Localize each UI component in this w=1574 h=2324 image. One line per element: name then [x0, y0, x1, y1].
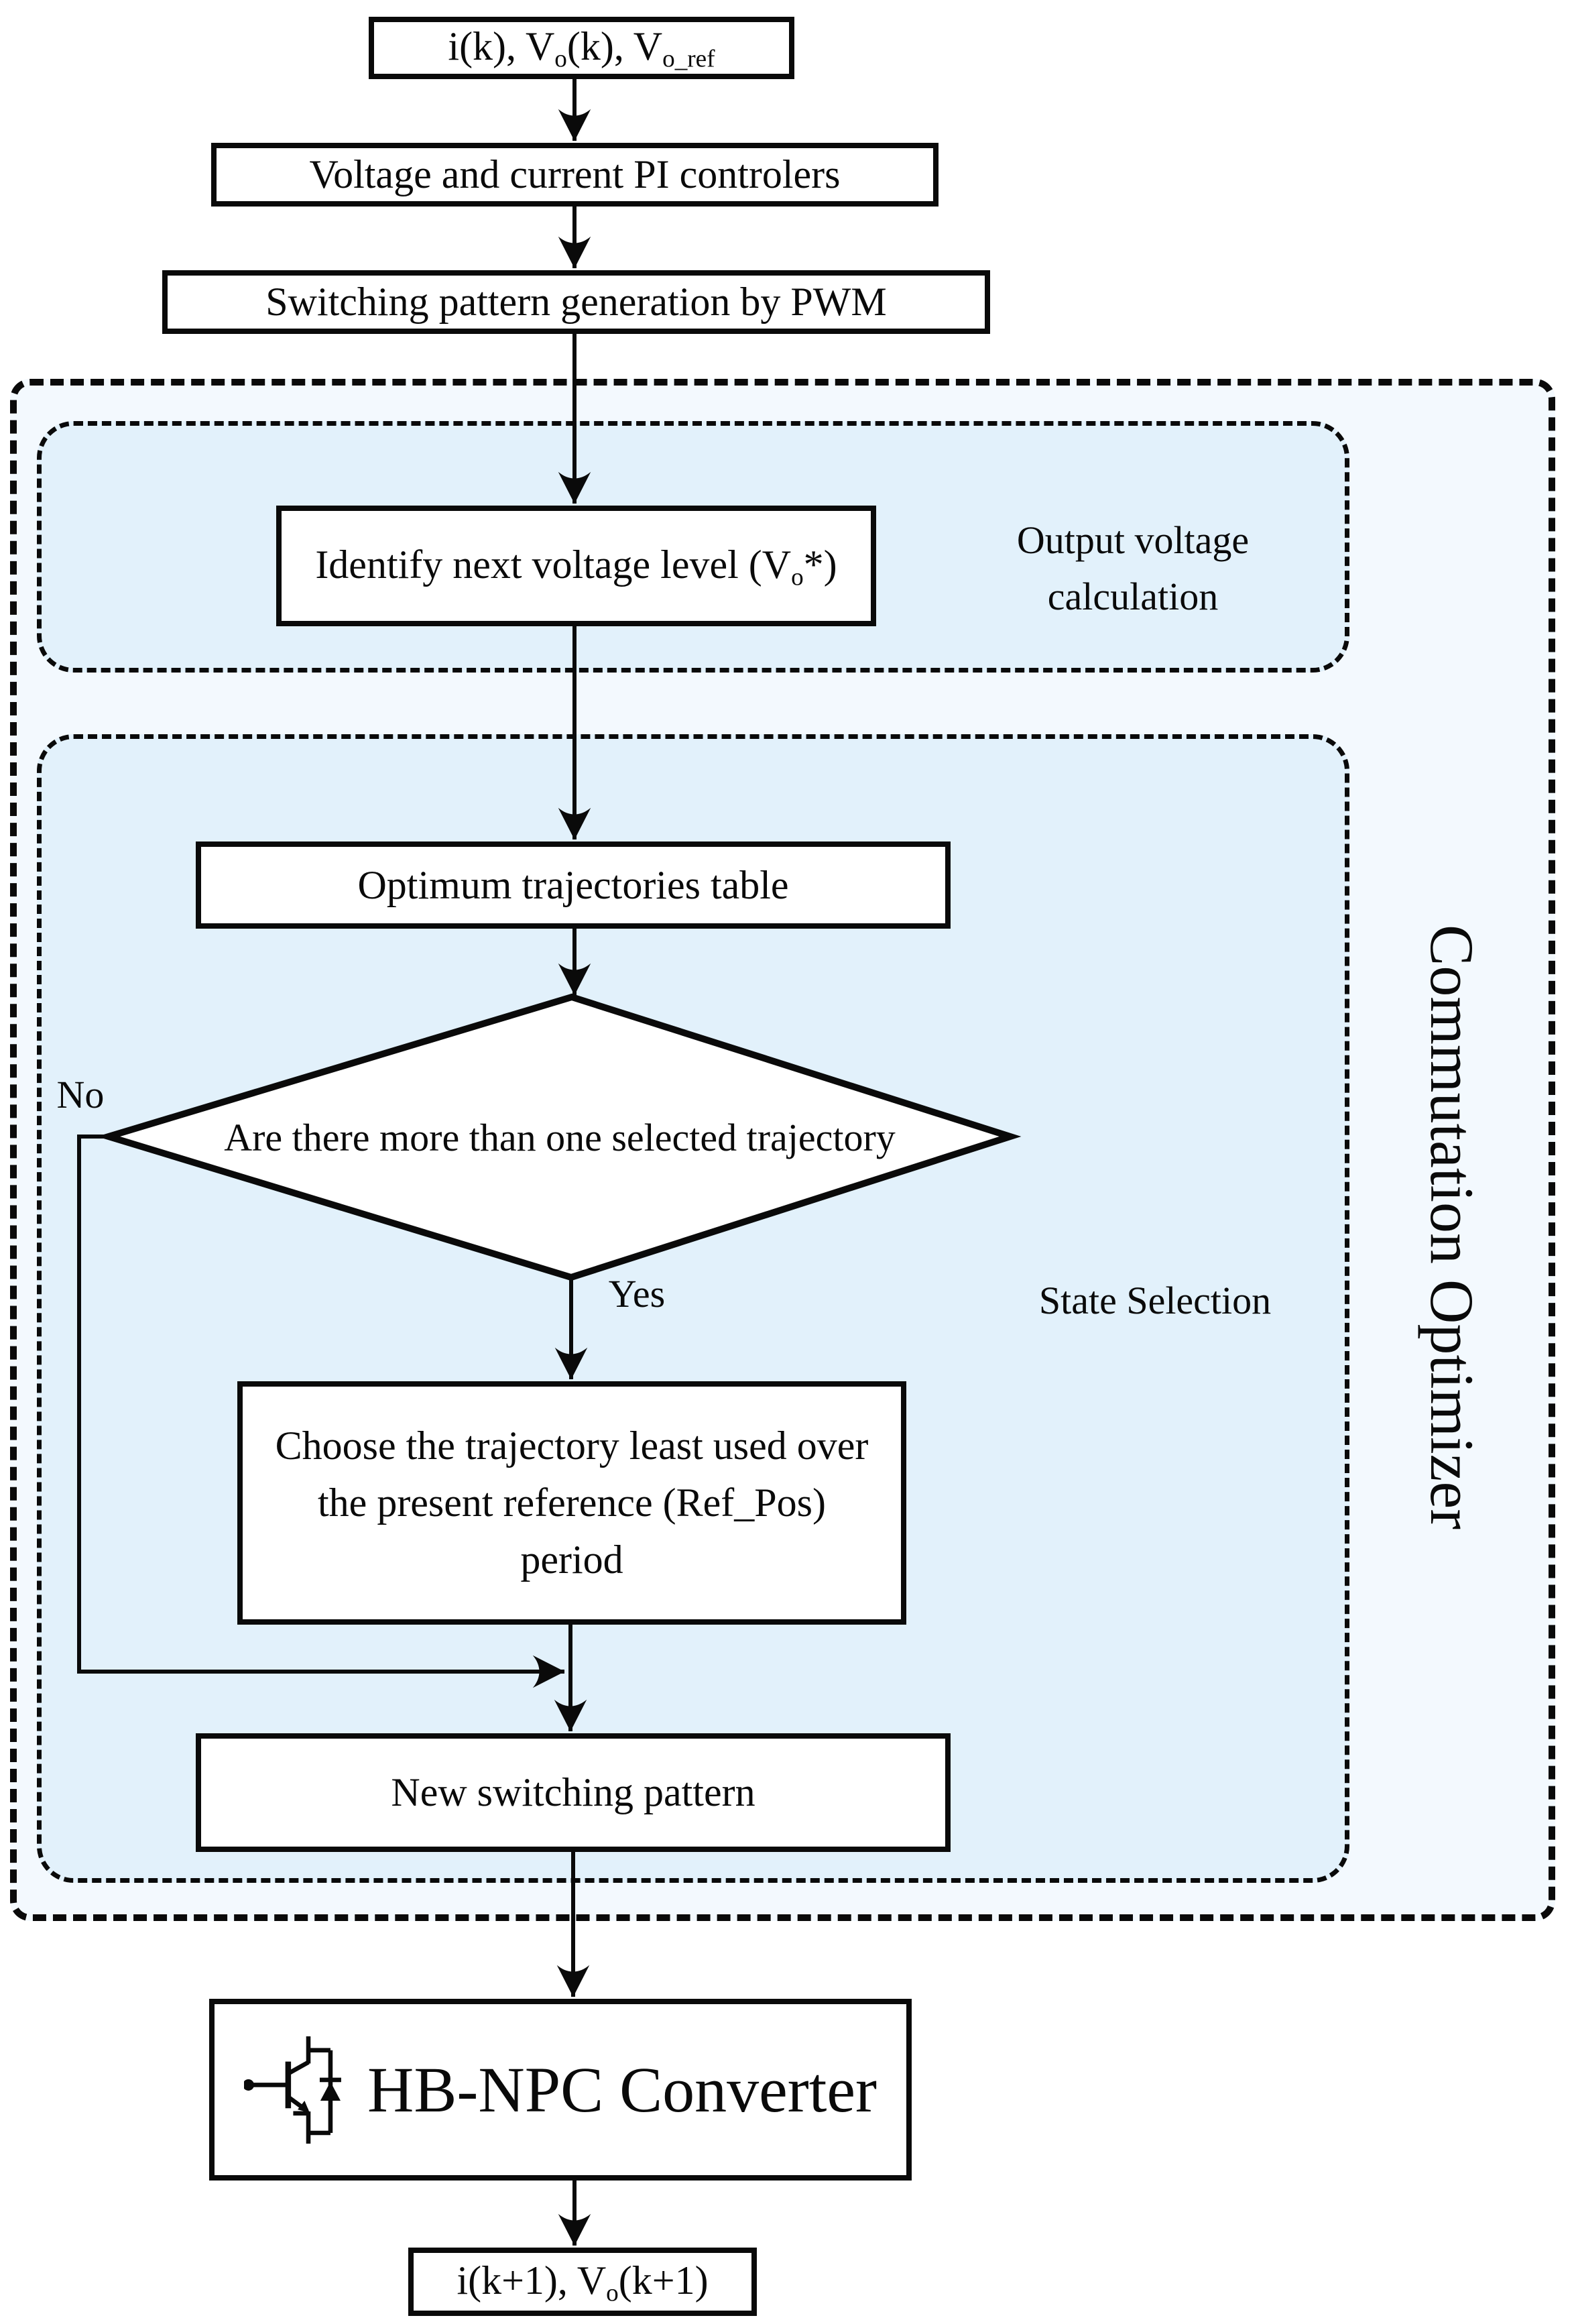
- pwm-label: Switching pattern generation by PWM: [265, 280, 887, 324]
- outputs-label: i(k+1), Vo(k+1): [457, 2258, 709, 2307]
- decision-diamond: [97, 993, 1022, 1281]
- node-inputs: i(k), Vo(k), Vo_ref: [369, 17, 794, 79]
- state-selection-caption: State Selection: [1038, 1278, 1272, 1322]
- commutation-optimizer-caption: Commutation Optimizer: [1417, 925, 1486, 1529]
- node-outputs: i(k+1), Vo(k+1): [408, 2248, 757, 2316]
- node-new-switching-pattern: New switching pattern: [196, 1733, 951, 1852]
- node-pwm: Switching pattern generation by PWM: [162, 270, 990, 334]
- optimum-table-label: Optimum trajectories table: [357, 862, 789, 907]
- new-pattern-label: New switching pattern: [391, 1770, 755, 1814]
- node-pi-controllers: Voltage and current PI controlers: [211, 143, 939, 207]
- node-optimum-trajectories-table: Optimum trajectories table: [196, 841, 951, 929]
- edge-label-no: No: [56, 1072, 105, 1116]
- identify-label: Identify next voltage level (Vo*): [315, 542, 837, 591]
- node-hbnpc-converter: HB-NPC Converter: [209, 1999, 912, 2181]
- edge-label-yes: Yes: [608, 1271, 666, 1316]
- igbt-diode-icon: [244, 2036, 341, 2144]
- node-identify-voltage-level: Identify next voltage level (Vo*): [276, 506, 876, 626]
- pi-controllers-label: Voltage and current PI controlers: [309, 152, 841, 196]
- node-choose-trajectory: Choose the trajectory least used over th…: [237, 1381, 906, 1625]
- output-voltage-calculation-caption: Output voltage calculation: [1016, 518, 1250, 618]
- decision-label: Are there more than one selected traject…: [224, 1115, 896, 1159]
- converter-label: HB-NPC Converter: [367, 2053, 877, 2126]
- inputs-label: i(k), Vo(k), Vo_ref: [448, 24, 715, 73]
- arrow-no-loop: [77, 1135, 565, 1688]
